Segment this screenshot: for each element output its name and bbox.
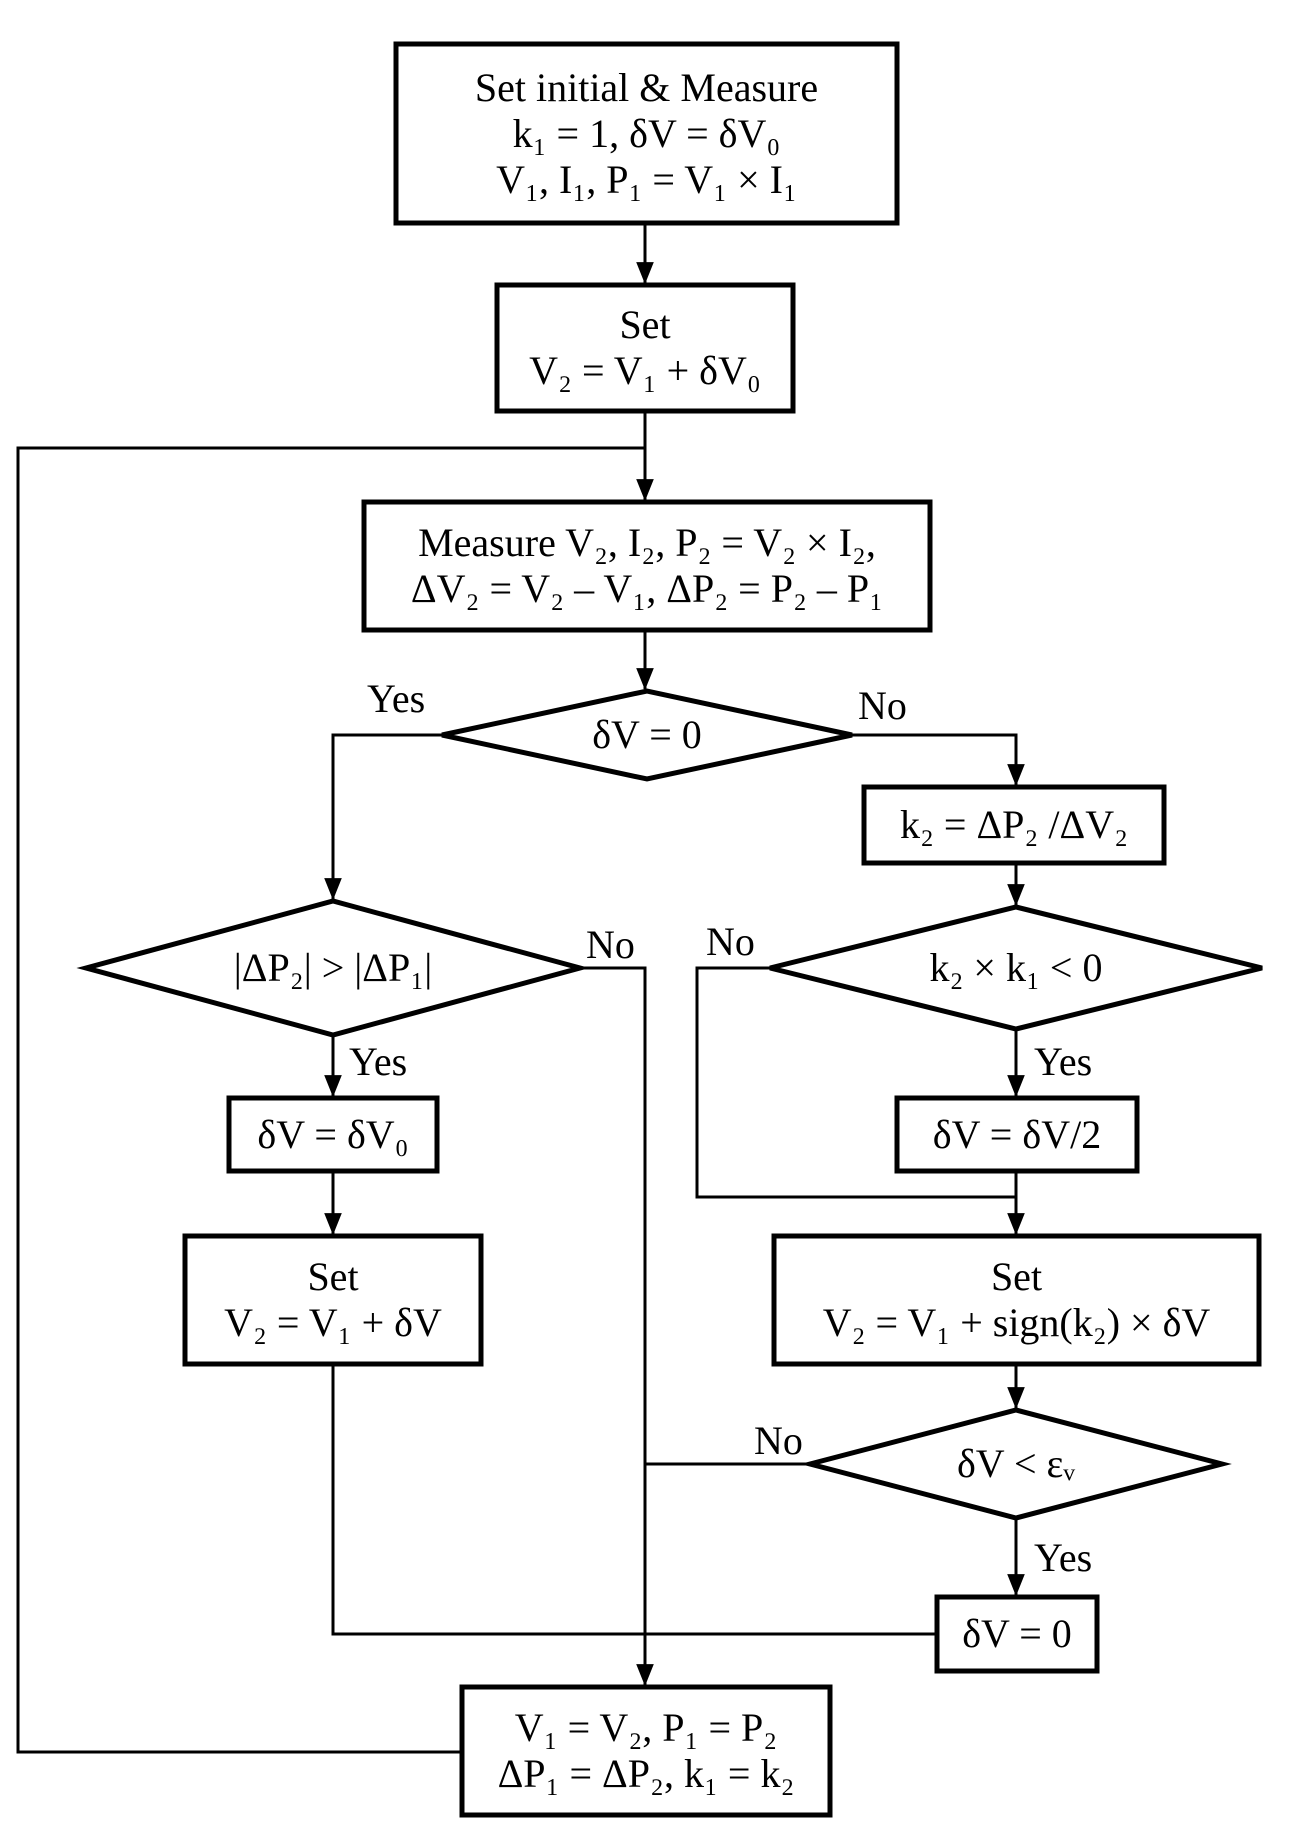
label-dv-zero-yes: Yes xyxy=(367,676,426,721)
set-v2-right-line-2: V₂ = V₁ + sign(k₂) × δV xyxy=(822,1300,1211,1345)
set-v2-left-box xyxy=(182,1233,484,1367)
k2-calc-line-1: k₂ = ΔP₂ /ΔV₂ xyxy=(899,802,1129,847)
label-dv-eps-yes: Yes xyxy=(1034,1535,1093,1580)
update-line-1: V₁ = V₂, P₁ = P₂ xyxy=(514,1705,778,1750)
init-line-1: Set initial & Measure xyxy=(474,64,819,110)
k-product-text: k₂ × k₁ < 0 xyxy=(770,907,1262,1029)
init-line-3: V₁, I₁, P₁ = V₁ × I₁ xyxy=(496,156,797,202)
measure-line-2: ΔV₂ = V₂ – V₁, ΔP₂ = P₂ – P₁ xyxy=(410,566,884,611)
dv-zero-line-1: δV = 0 xyxy=(592,712,702,757)
label-dp-compare-no: No xyxy=(586,922,635,967)
init-box xyxy=(393,41,900,226)
set-v2-initial-text: Set V₂ = V₁ + δV₀ xyxy=(497,285,793,411)
measure-text: Measure V₂, I₂, P₂ = V₂ × I₂, ΔV₂ = V₂ –… xyxy=(364,502,930,630)
label-dv-eps-no: No xyxy=(754,1418,803,1463)
label-dp-compare-yes: Yes xyxy=(349,1039,408,1084)
dv-reset-line-1: δV = δV₀ xyxy=(257,1111,409,1157)
dv-reset-text: δV = δV₀ xyxy=(229,1098,437,1171)
set-v2-initial-line-2: V₂ = V₁ + δV₀ xyxy=(529,348,761,393)
set-v2-left-line-1: Set xyxy=(307,1254,359,1299)
dv-half-text: δV = δV/2 xyxy=(897,1098,1137,1171)
k2-calc-text: k₂ = ΔP₂ /ΔV₂ xyxy=(864,787,1164,863)
init-line-2: k₁ = 1, δV = δV₀ xyxy=(512,110,781,156)
set-v2-initial-box xyxy=(494,282,796,414)
dv-zero-text: δV = 0 xyxy=(442,691,852,779)
k-product-diamond xyxy=(769,904,1263,1032)
set-v2-left-line-2: V₂ = V₁ + δV xyxy=(224,1300,442,1345)
edge-dvzero-yes xyxy=(324,733,442,901)
dv-half-box xyxy=(894,1095,1140,1174)
update-line-2: ΔP₁ = ΔP₂, k₁ = k₂ xyxy=(497,1751,795,1796)
edge-compare-no xyxy=(580,966,654,1687)
dv-eps-text: δV < εᵥ xyxy=(810,1410,1222,1518)
update-box xyxy=(459,1684,833,1818)
set-v2-right-text: Set V₂ = V₁ + sign(k₂) × δV xyxy=(774,1236,1259,1364)
set-v2-right-box xyxy=(771,1233,1262,1367)
k2-calc-box xyxy=(861,784,1167,866)
edge-product-no xyxy=(695,966,1016,1199)
label-dv-zero-no: No xyxy=(858,683,907,728)
measure-line-1: Measure V₂, I₂, P₂ = V₂ × I₂, xyxy=(418,520,876,565)
set-v2-right-line-1: Set xyxy=(990,1254,1043,1299)
dv-set-zero-text: δV = 0 xyxy=(937,1597,1097,1671)
dv-eps-diamond xyxy=(800,1407,1232,1521)
k-product-line-1: k₂ × k₁ < 0 xyxy=(929,945,1103,990)
edge-dvzero-no xyxy=(852,733,1025,787)
set-v2-left-text: Set V₂ = V₁ + δV xyxy=(185,1236,481,1364)
set-v2-initial-line-1: Set xyxy=(619,302,671,347)
dp-compare-line-1: |ΔP₂| > |ΔP₁| xyxy=(233,945,433,990)
dv-half-line-1: δV = δV/2 xyxy=(932,1111,1102,1157)
edge-setzero-to-merge xyxy=(331,1364,937,1636)
edge-update-loopback xyxy=(16,446,645,1754)
init-text: Set initial & Measure k₁ = 1, δV = δV₀ V… xyxy=(396,44,897,223)
measure-box xyxy=(361,499,933,633)
dv-set-zero-box xyxy=(934,1594,1100,1674)
dp-compare-text: |ΔP₂| > |ΔP₁| xyxy=(86,901,580,1035)
update-text: V₁ = V₂, P₁ = P₂ ΔP₁ = ΔP₂, k₁ = k₂ xyxy=(462,1687,830,1815)
dv-eps-line-1: δV < εᵥ xyxy=(956,1441,1076,1486)
dv-set-zero-line-1: δV = 0 xyxy=(962,1611,1072,1656)
label-k-product-no: No xyxy=(706,919,755,964)
label-k-product-yes: Yes xyxy=(1034,1039,1093,1084)
